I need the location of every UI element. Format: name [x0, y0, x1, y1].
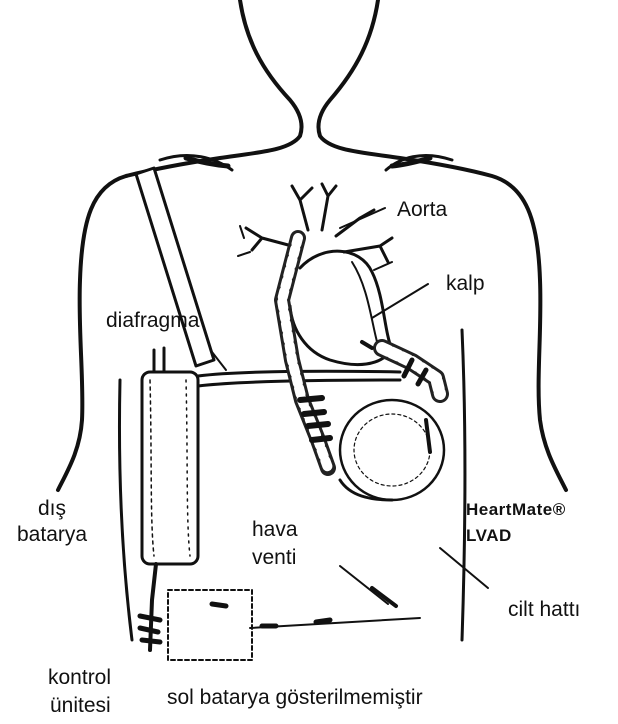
label-device-2: LVAD [466, 526, 512, 546]
label-aorta: Aorta [397, 198, 447, 222]
label-external-battery-2: batarya [17, 523, 87, 547]
label-air-vent-2: venti [252, 546, 296, 570]
controller-unit [168, 590, 252, 660]
label-controller-2: ünitesi [50, 694, 111, 718]
label-skin-line: cilt hattı [508, 598, 580, 622]
label-air-vent-1: hava [252, 518, 298, 542]
label-controller-1: kontrol [48, 666, 111, 690]
label-heart: kalp [446, 272, 485, 296]
aorta-pointer [340, 208, 385, 228]
label-diaphragm: diafragma [106, 309, 199, 333]
label-left-battery-note: sol batarya gösterilmemiştir [167, 686, 423, 710]
shoulder-strap [136, 168, 214, 366]
label-device-1: HeartMate® [466, 500, 566, 520]
label-external-battery-1: dış [38, 497, 66, 521]
